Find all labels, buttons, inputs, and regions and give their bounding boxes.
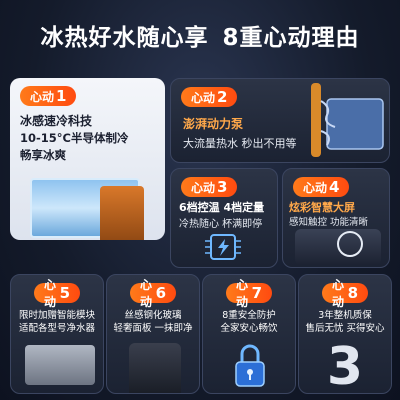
feature-title: 6档控温 4档定量 — [179, 201, 265, 214]
feature-badge: 心动 2 — [181, 87, 238, 107]
feature-line2: 轻奢面板 一抹即净 — [113, 323, 193, 334]
feature-line2: 全家安心畅饮 — [220, 323, 278, 334]
headline-part2: 8重心动理由 — [222, 25, 360, 51]
display-ring — [337, 231, 363, 257]
feature-badge: 心动 7 — [226, 278, 272, 309]
feature-badge: 心动 5 — [34, 278, 80, 309]
heatsink-image — [100, 186, 144, 240]
feature-line1: 丝感钢化玻璃 — [124, 310, 182, 321]
feature-line1: 10-15°C半导体制冷 — [20, 131, 129, 145]
feature-badge: 心动 6 — [130, 278, 176, 309]
feature-badge: 心动 8 — [322, 278, 368, 309]
feature-badge: 心动 4 — [293, 177, 350, 197]
feature-line2: 售后无忧 买得安心 — [305, 323, 385, 334]
feature-line1: 3年整机质保 — [318, 310, 372, 321]
feature-card-5: 心动 5 限时加赠智能模块 适配各型号净水器 — [10, 274, 104, 394]
feature-line1: 大流量热水 秒出不用等 — [183, 137, 297, 150]
headline-part1: 冰热好水随心享 — [40, 25, 209, 51]
warranty-years-number: 3 — [326, 337, 364, 394]
glass-panel-image — [129, 343, 181, 393]
feature-line1: 8重安全防护 — [222, 310, 276, 321]
feature-line1: 冷热随心 杯满即停 — [179, 219, 263, 230]
feature-card-8: 心动 8 3年整机质保 售后无忧 买得安心 3 — [298, 274, 392, 394]
chip-icon — [205, 234, 241, 260]
feature-badge: 心动 3 — [181, 177, 238, 197]
feature-line1: 限时加赠智能模块 — [18, 310, 95, 321]
feature-line2: 畅享冰爽 — [20, 148, 66, 162]
feature-line1: 感知触控 功能清晰 — [289, 217, 369, 228]
feature-card-1: 心动 1 冰感速冷科技 10-15°C半导体制冷 畅享冰爽 — [10, 78, 165, 240]
feature-card-2: 心动 2 澎湃动力泵 大流量热水 秒出不用等 — [170, 78, 390, 163]
feature-card-4: 心动 4 炫彩智慧大屏 感知触控 功能清晰 — [282, 168, 390, 268]
lock-icon — [235, 344, 265, 387]
smart-module-image — [25, 345, 95, 385]
feature-title: 炫彩智慧大屏 — [289, 201, 355, 214]
pump-image — [311, 83, 384, 157]
feature-line2: 适配各型号净水器 — [18, 323, 95, 334]
headline: 冰热好水随心享 8重心动理由 — [0, 0, 400, 70]
feature-card-3: 心动 3 6档控温 4档定量 冷热随心 杯满即停 — [170, 168, 278, 268]
feature-card-7: 心动 7 8重安全防护 全家安心畅饮 — [202, 274, 296, 394]
feature-title: 冰感速冷科技 — [20, 114, 93, 128]
feature-badge: 心动 1 — [20, 86, 77, 106]
feature-title: 澎湃动力泵 — [183, 117, 244, 131]
feature-card-6: 心动 6 丝感钢化玻璃 轻奢面板 一抹即净 — [106, 274, 200, 394]
